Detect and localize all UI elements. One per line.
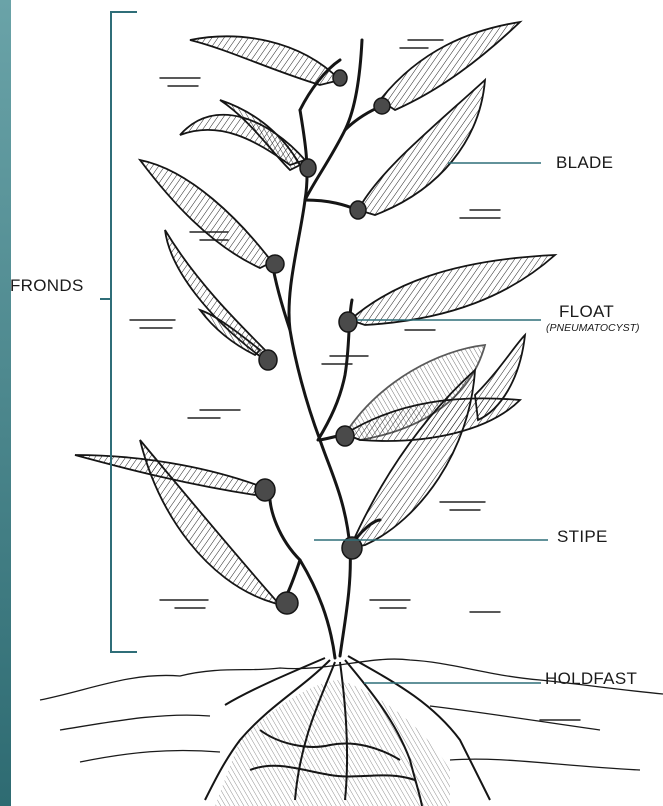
blade-label: BLADE — [556, 153, 613, 173]
float-9 — [255, 479, 275, 501]
holdfast-label: HOLDFAST — [545, 669, 637, 689]
fronds-bracket — [100, 12, 137, 652]
holdfast-hatching — [215, 680, 450, 806]
float-2 — [374, 98, 390, 114]
left-edge-band — [0, 0, 11, 806]
fronds-label: FRONDS — [10, 276, 84, 296]
float-7 — [259, 350, 277, 370]
float-1 — [333, 70, 347, 86]
float-3 — [300, 159, 316, 177]
float-label: FLOAT — [559, 302, 614, 322]
float-6 — [339, 312, 357, 332]
float-8 — [336, 426, 354, 446]
float-11 — [276, 592, 298, 614]
float-sublabel: (PNEUMATOCYST) — [546, 322, 640, 334]
stipe-label: STIPE — [557, 527, 608, 547]
float-5 — [266, 255, 284, 273]
blades — [75, 22, 555, 605]
stipes — [270, 40, 385, 658]
float-4 — [350, 201, 366, 219]
